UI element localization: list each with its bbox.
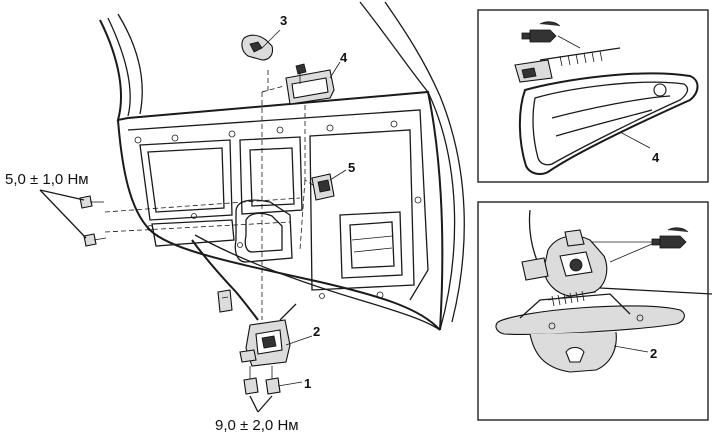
grease-tube-icon: [521, 21, 561, 43]
part-5-lock-rod-switch: 5: [311, 160, 355, 201]
inset-handle-detail: 4: [477, 9, 709, 183]
part-1-lower-bolts: 1 9,0 ± 2,0 Нм: [215, 366, 311, 434]
upper-bolts: 5,0 ± 1,0 Нм: [5, 171, 107, 247]
part-2-latch-assembly: 2: [239, 303, 320, 367]
upper-torque-label: 5,0 ± 1,0 Нм: [5, 171, 89, 188]
alignment-lines: [104, 70, 319, 320]
part-1-label: 1: [304, 376, 311, 391]
part-4-label: 4: [340, 50, 348, 65]
part-3-lock-cylinder: 3: [241, 13, 287, 61]
inset-top-part-label: 4: [652, 150, 660, 165]
part-3-label: 3: [280, 13, 287, 28]
inset-latch-detail: 2: [477, 201, 713, 421]
part-4-outside-handle: 4: [285, 50, 348, 105]
lower-torque-label: 9,0 ± 2,0 Нм: [215, 417, 299, 434]
inset-bottom-part-label: 2: [650, 346, 657, 361]
tailgate-door-panel: [99, 1, 465, 331]
lock-cable: [191, 239, 259, 321]
part-5-label: 5: [348, 160, 355, 175]
part-2-label: 2: [313, 324, 320, 339]
grease-tube-icon-2: [651, 227, 689, 249]
